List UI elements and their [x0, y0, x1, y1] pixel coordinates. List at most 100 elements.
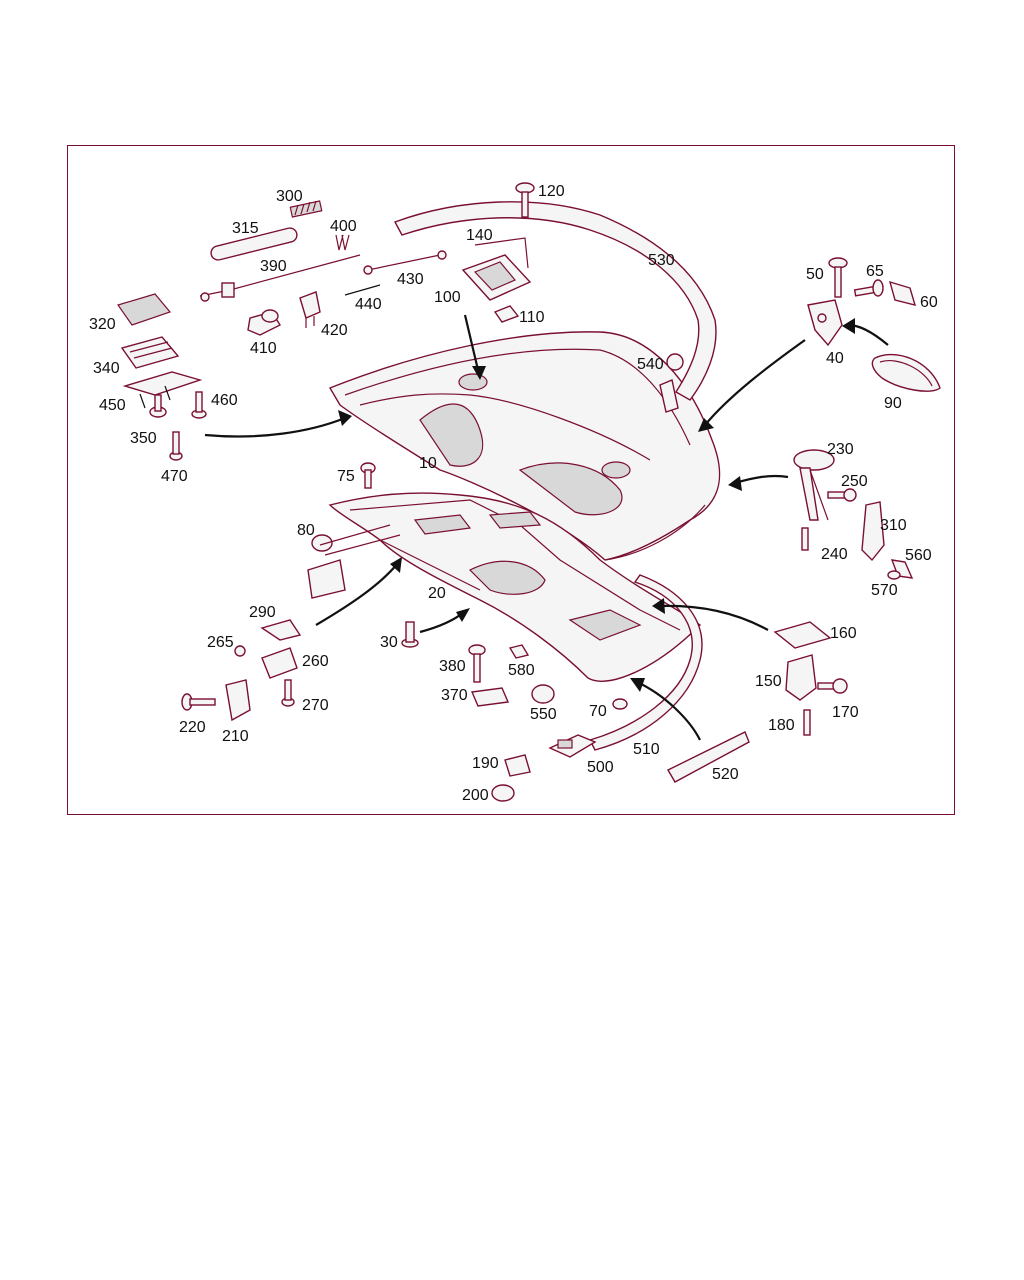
part-310	[861, 501, 885, 562]
clip-30	[401, 621, 419, 648]
label-140: 140	[466, 227, 493, 244]
rod-440	[344, 284, 381, 296]
lock-100	[461, 254, 532, 301]
label-290: 290	[249, 604, 276, 621]
rail-left	[307, 524, 401, 599]
nut-540	[666, 353, 684, 371]
bolt-270	[281, 679, 295, 707]
label-460: 460	[211, 392, 238, 409]
bolt-460	[191, 391, 207, 419]
label-70: 70	[589, 703, 607, 720]
label-40: 40	[826, 350, 844, 367]
label-500: 500	[587, 759, 614, 776]
label-250: 250	[841, 473, 868, 490]
bracket-230	[793, 449, 835, 521]
label-340: 340	[93, 360, 120, 377]
bolt-180	[803, 709, 811, 736]
cap-80	[311, 534, 333, 552]
label-370: 370	[441, 687, 468, 704]
diagram-frame	[67, 145, 955, 815]
label-120: 120	[538, 183, 565, 200]
label-440: 440	[355, 296, 382, 313]
label-160: 160	[830, 625, 857, 642]
cable-390	[199, 254, 361, 302]
bolt-470	[169, 431, 183, 461]
seal-90	[871, 353, 941, 392]
lock-340	[120, 336, 180, 369]
label-470: 470	[161, 468, 188, 485]
label-230: 230	[827, 441, 854, 458]
part-420	[299, 291, 321, 328]
screw-65	[853, 279, 884, 297]
bolt-240	[801, 527, 809, 551]
label-60: 60	[920, 294, 938, 311]
cable-430	[363, 250, 447, 275]
label-560: 560	[905, 547, 932, 564]
label-570: 570	[871, 582, 898, 599]
label-410: 410	[250, 340, 277, 357]
bracket-450	[122, 371, 203, 409]
inner-panel	[328, 492, 702, 682]
label-80: 80	[297, 522, 315, 539]
label-240: 240	[821, 546, 848, 563]
label-265: 265	[207, 634, 234, 651]
clip-570	[887, 570, 901, 580]
label-75: 75	[337, 468, 355, 485]
label-260: 260	[302, 653, 329, 670]
label-540: 540	[637, 356, 664, 373]
hinge-40	[807, 299, 843, 347]
part-500	[548, 734, 597, 758]
label-530: 530	[648, 252, 675, 269]
clip-60	[888, 280, 917, 306]
label-420: 420	[321, 322, 348, 339]
latch-150	[785, 654, 817, 701]
hinge-210	[225, 679, 251, 722]
label-90: 90	[884, 395, 902, 412]
part-labels: 10 20 30 40 50 60 65 70 75 80 90 100 110…	[89, 183, 938, 804]
bolt-120	[515, 182, 535, 218]
screw-250	[827, 488, 857, 502]
part-160	[773, 621, 832, 649]
rod-315	[210, 227, 298, 261]
pad-320	[117, 293, 172, 326]
label-300: 300	[276, 188, 303, 205]
label-210: 210	[222, 728, 249, 745]
label-315: 315	[232, 220, 259, 237]
label-100: 100	[434, 289, 461, 306]
label-510: 510	[633, 741, 660, 758]
label-180: 180	[768, 717, 795, 734]
bolt-70	[612, 698, 628, 710]
bolt-220	[181, 693, 216, 711]
label-50: 50	[806, 266, 824, 283]
strip-510	[589, 574, 703, 751]
bolt-380	[468, 644, 486, 683]
label-320: 320	[89, 316, 116, 333]
bracket-370	[470, 687, 510, 707]
weatherstrip-530	[394, 201, 717, 401]
label-30: 30	[380, 634, 398, 651]
label-430: 430	[397, 271, 424, 288]
part-190	[504, 754, 531, 777]
label-450: 450	[99, 397, 126, 414]
label-390: 390	[260, 258, 287, 275]
bracket-260	[261, 647, 298, 679]
label-20: 20	[428, 585, 446, 602]
bolt-350	[149, 394, 167, 418]
nut-265	[234, 645, 246, 657]
cap-200	[491, 784, 515, 802]
label-110: 110	[519, 309, 545, 326]
arrows	[204, 314, 889, 741]
label-200: 200	[462, 787, 489, 804]
label-10: 10	[419, 455, 437, 472]
part-110	[493, 305, 520, 323]
clip-580	[508, 644, 530, 659]
label-550: 550	[530, 706, 557, 723]
strip-520	[667, 731, 750, 783]
bolt-50	[828, 257, 848, 298]
label-150: 150	[755, 673, 782, 690]
label-270: 270	[302, 697, 329, 714]
spring-300	[289, 200, 323, 218]
part-410	[247, 309, 281, 336]
label-65: 65	[866, 263, 884, 280]
